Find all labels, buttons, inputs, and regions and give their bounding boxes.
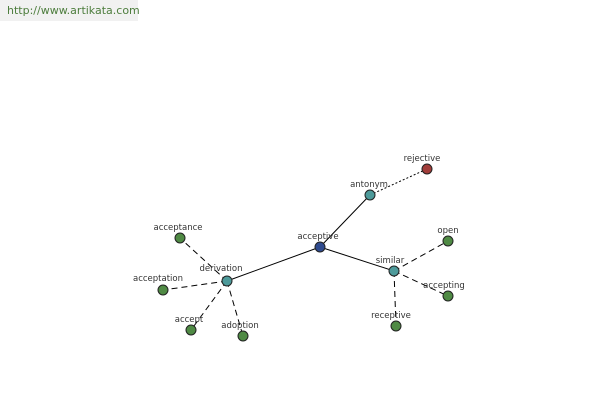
edge-acceptive-derivation: [226, 246, 321, 282]
edge-acceptive-antonym: [319, 194, 371, 248]
relation-node-icon-derivation[interactable]: [221, 275, 233, 287]
word-node-icon-receptive[interactable]: [390, 320, 402, 332]
word-label-receptive: receptive: [371, 311, 411, 321]
word-node-icon-rejective[interactable]: [421, 163, 433, 175]
word-label-acceptation: acceptation: [133, 274, 183, 284]
word-label-open: open: [437, 226, 458, 236]
relation-node-icon-similar[interactable]: [388, 265, 400, 277]
site-url-link[interactable]: http://www.artikata.com: [0, 0, 140, 21]
center-node-icon[interactable]: [314, 241, 326, 253]
edge-similar-open: [393, 240, 449, 272]
word-node-icon-open[interactable]: [442, 235, 454, 247]
relation-label-antonym: antonym: [350, 180, 388, 190]
word-node-icon-acceptation[interactable]: [157, 284, 169, 296]
word-label-accepting: accepting: [423, 281, 465, 291]
edge-derivation-acceptation: [162, 280, 228, 291]
edge-acceptive-similar: [319, 246, 395, 272]
word-label-accept: accept: [175, 315, 204, 325]
word-node-icon-acceptance[interactable]: [174, 232, 186, 244]
word-node-icon-accept[interactable]: [185, 324, 197, 336]
relation-label-derivation: derivation: [199, 264, 242, 274]
edge-derivation-acceptance: [179, 237, 228, 282]
edge-derivation-accept: [190, 280, 228, 331]
word-node-icon-adoption[interactable]: [237, 330, 249, 342]
relation-node-icon-antonym[interactable]: [364, 189, 376, 201]
word-label-rejective: rejective: [404, 154, 441, 164]
word-label-acceptance: acceptance: [153, 223, 202, 233]
word-node-icon-accepting[interactable]: [442, 290, 454, 302]
relation-label-similar: similar: [376, 256, 405, 266]
word-label-adoption: adoption: [221, 321, 258, 331]
edge-antonym-rejective: [369, 168, 428, 196]
edge-similar-receptive: [393, 270, 397, 327]
center-node-label: acceptive: [297, 232, 338, 242]
